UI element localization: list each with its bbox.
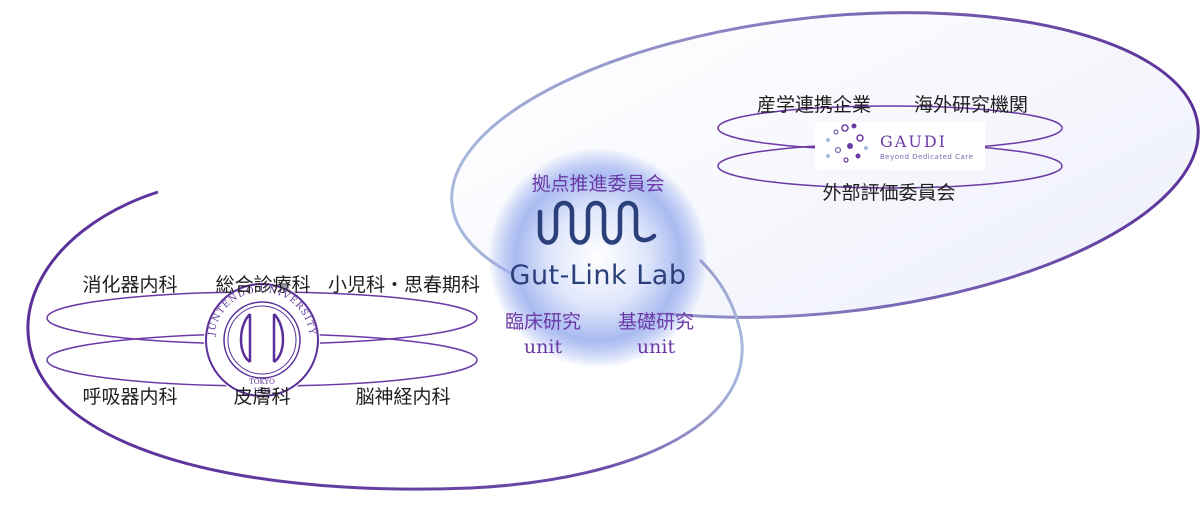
gut-link-lab-title: Gut-Link Lab [509,260,687,291]
seal-city: TOKYO [249,378,275,386]
juntendo-seal: JUNTENDO UNIVERSITY TOKYO 1838 [204,282,320,398]
gaudi-logo-mark [815,122,985,170]
gaudi-tagline: Beyond Dedicated Care [880,153,974,161]
dept-neurology: 脳神経内科 [355,386,451,408]
dept-pediatrics: 小児科・思春期科 [327,274,481,296]
gut-link-wave-icon [537,200,657,245]
hub-committee-label: 拠点推進委員会 [531,173,665,195]
unit-clinical-suffix: unit [523,336,563,358]
dept-dermatology: 皮膚科 [233,386,291,408]
seal-year: 1838 [253,387,271,395]
dept-general-medicine: 総合診療科 [215,274,311,296]
partner-overseas-institutes: 海外研究機関 [913,94,1029,116]
university-arc [26,190,744,491]
dept-respiratory: 呼吸器内科 [82,386,178,408]
unit-basic-name: 基礎研究 [617,311,695,333]
partner-industry: 産学連携企業 [756,94,872,116]
unit-clinical-name: 臨床研究 [504,311,582,333]
unit-basic-suffix: unit [636,336,676,358]
gaudi-name: GAUDI [880,132,947,151]
hub-glow [488,148,708,368]
partner-external-evaluation: 外部評価委員会 [822,182,956,204]
dept-gastroenterology: 消化器内科 [82,274,178,296]
